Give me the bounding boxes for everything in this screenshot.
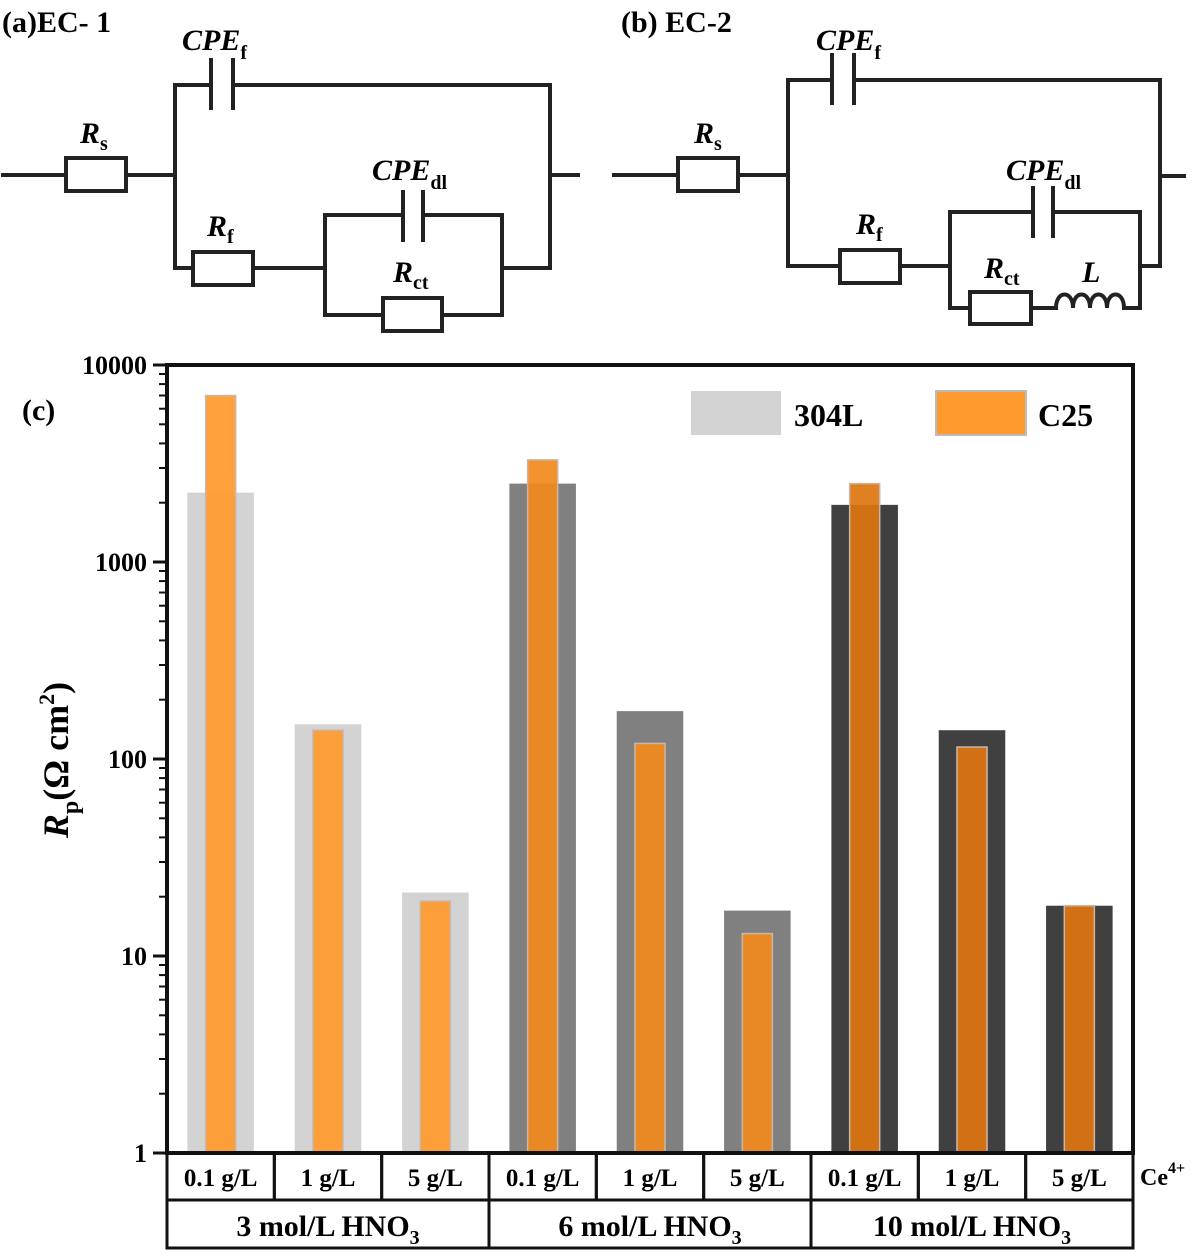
chart-panel-label: (c) <box>22 394 55 427</box>
bar-c25 <box>634 742 666 1154</box>
bar-c25 <box>848 482 881 1154</box>
circuit-ec1-rs-resistor <box>64 156 128 193</box>
circuit-ec2-label: (b) EC-2 <box>621 6 732 39</box>
group-cell <box>809 1198 1135 1250</box>
circuit-ec1-cpef-label: CPEf <box>182 24 247 64</box>
circuit-ec2-rs-resistor <box>676 156 740 193</box>
category-label: 1 g/L <box>945 1165 1000 1192</box>
circuit-ec1-rct-resistor <box>381 296 444 333</box>
circuit-ec2-cpedl-label: CPEdl <box>1006 154 1081 194</box>
legend-label-c25: C25 <box>1038 397 1093 433</box>
category-label: 0.1 g/L <box>184 1165 258 1192</box>
y-axis-ticks: 1 10 100 1000 10000 <box>82 351 167 1168</box>
circuit-ec1-cpedl-label: CPEdl <box>372 154 447 194</box>
legend-swatch-304l <box>691 391 781 435</box>
category-table: 0.1 g/L 1 g/L 5 g/L 0.1 g/L 1 g/L 5 g/L 0.1 g/… <box>165 1151 1135 1250</box>
circuit-ec2-wires <box>612 78 1186 310</box>
circuit-ec2-rf-resistor <box>838 248 902 285</box>
circuit-ec1-rf-label: Rf <box>206 210 234 248</box>
category-label: 0.1 g/L <box>506 1165 580 1192</box>
group-label: 3 mol/L HNO3 <box>236 1210 419 1249</box>
circuit-ec1-cpef-capacitor <box>209 58 235 110</box>
bar-c25 <box>741 932 774 1154</box>
circuit-ec1-label: (a)EC- 1 <box>2 6 111 39</box>
circuit-ec1-cpedl-capacitor <box>401 190 425 242</box>
bar-c25 <box>204 394 237 1154</box>
y-axis-title: Rp(Ω cm2) <box>34 682 84 839</box>
circuit-ec2-rs-label: Rs <box>693 117 722 155</box>
category-label: 1 g/L <box>623 1165 678 1192</box>
category-label: 5 g/L <box>730 1165 785 1192</box>
circuit-ec1-rf-resistor <box>191 250 255 287</box>
circuit-ec1: (a)EC- 1 Rs CPEf R <box>1 6 580 333</box>
group-label: 6 mol/L HNO3 <box>558 1210 741 1249</box>
bar-c25 <box>526 459 559 1154</box>
y-tick-label: 1000 <box>95 548 147 577</box>
category-label: 5 g/L <box>1052 1165 1107 1192</box>
circuit-ec2-rct-resistor <box>968 290 1033 326</box>
chart: (c) Rp(Ω cm2) 1 10 100 1000 10000 304L C25 0… <box>22 351 1185 1250</box>
circuit-ec2-inductor-label: L <box>1081 256 1100 289</box>
category-axis-label: Ce4+ <box>1140 1160 1185 1191</box>
category-label: 5 g/L <box>408 1165 463 1192</box>
group-label: 10 mol/L HNO3 <box>873 1210 1071 1249</box>
y-tick-label: 100 <box>108 745 147 774</box>
legend: 304L C25 <box>691 390 1093 436</box>
category-label: 0.1 g/L <box>828 1165 902 1192</box>
bar-c25 <box>1063 904 1096 1154</box>
circuit-ec2-cpef-label: CPEf <box>816 24 881 64</box>
circuit-ec2-cpedl-capacitor <box>1031 186 1055 238</box>
y-tick-label: 10 <box>121 942 147 971</box>
bar-c25 <box>419 900 452 1154</box>
circuit-ec2-inductor-coil <box>1053 292 1127 311</box>
circuit-ec2-rct-label: Rct <box>983 252 1020 290</box>
category-label: 1 g/L <box>301 1165 356 1192</box>
bar-c25 <box>956 746 988 1154</box>
circuit-ec2-rf-label: Rf <box>855 208 883 246</box>
circuit-ec1-wires <box>1 83 580 317</box>
bar-c25 <box>312 729 344 1154</box>
circuit-ec2: (b) EC-2 Rs CPEf Rf <box>612 6 1186 326</box>
y-tick-label: 10000 <box>82 351 147 380</box>
y-tick-label: 1 <box>134 1139 147 1168</box>
circuit-ec2-cpef-capacitor <box>830 53 856 105</box>
legend-swatch-c25 <box>935 390 1027 436</box>
bars <box>187 394 1113 1154</box>
circuit-ec1-rct-label: Rct <box>392 256 429 294</box>
legend-label-304l: 304L <box>794 397 863 433</box>
circuit-ec1-rs-label: Rs <box>79 117 108 155</box>
